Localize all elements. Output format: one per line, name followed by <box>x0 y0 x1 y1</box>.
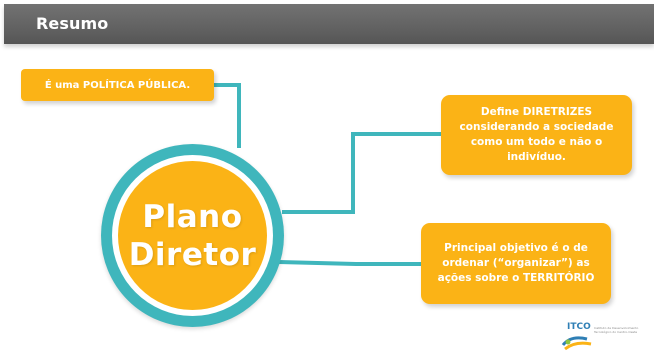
connector-politica <box>214 83 241 148</box>
header-bar: Resumo <box>4 4 654 44</box>
plano-diretor-circle: Plano Diretor <box>101 144 284 327</box>
logo-wordmark: ITCO <box>567 322 591 332</box>
logo-subtitle: Instituto de Desenvolvimento Tecnológico… <box>594 326 639 334</box>
callout-objetivo: Principal objetivo é o de ordenar (“orga… <box>421 223 611 304</box>
page-title: Resumo <box>36 14 109 33</box>
circle-core: Plano Diretor <box>118 161 267 310</box>
circle-title-line1: Plano <box>142 198 243 235</box>
logo-swoosh-icon <box>561 336 592 351</box>
circle-ring: Plano Diretor <box>112 155 273 316</box>
callout-politica-publica: É uma POLÍTICA PÚBLICA. <box>21 69 214 101</box>
callout-diretrizes: Define DIRETRIZES considerando a socieda… <box>441 95 632 175</box>
connector-objetivo <box>278 260 421 266</box>
connector-diretrizes <box>282 132 441 214</box>
itco-logo: ITCO Instituto de Desenvolvimento Tecnol… <box>561 322 643 352</box>
circle-title-line2: Diretor <box>128 236 257 273</box>
